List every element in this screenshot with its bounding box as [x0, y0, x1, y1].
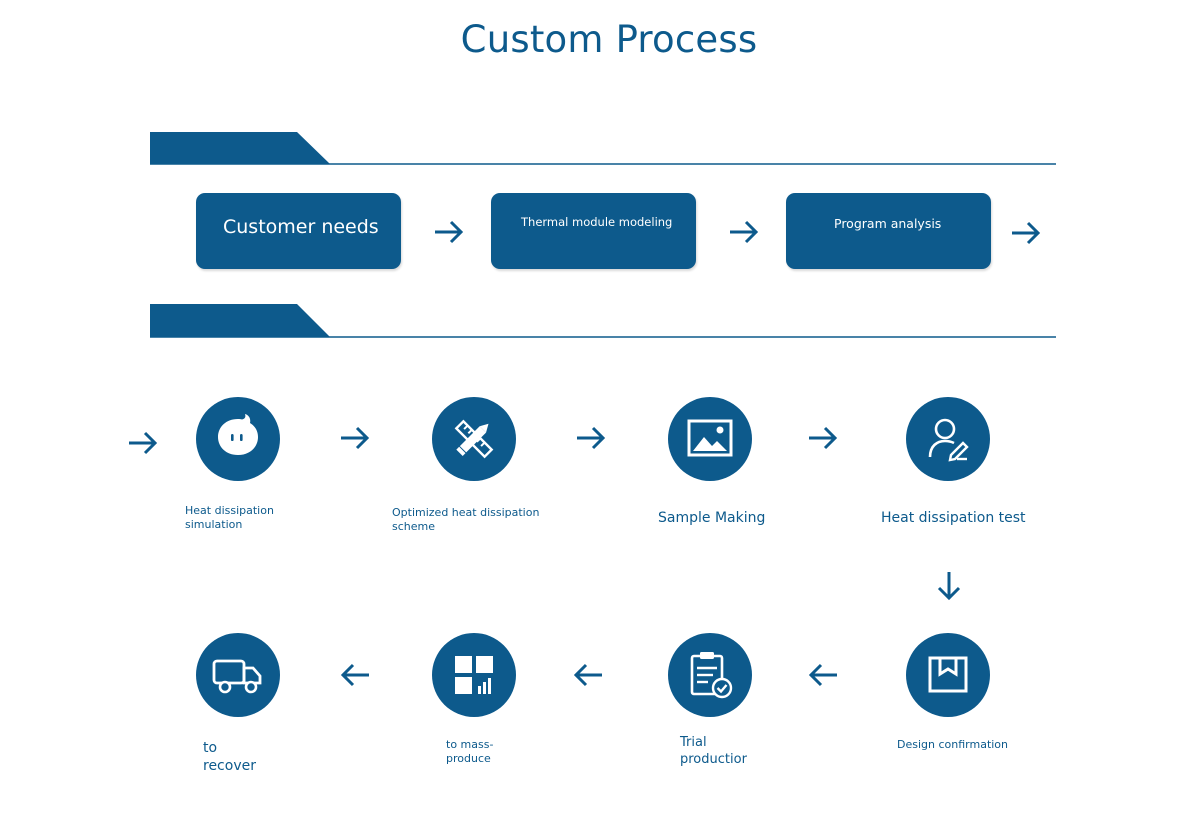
step-circle-sample	[668, 397, 752, 481]
arrow-right-icon	[338, 424, 372, 452]
step-label: Optimized heat dissipation scheme	[392, 506, 540, 534]
step-circle-scheme	[432, 397, 516, 481]
arrow-left-icon	[571, 661, 605, 689]
step-circle-simulation	[196, 397, 280, 481]
arrow-right-icon	[1009, 219, 1043, 247]
step-label: Heat dissipation simulation	[185, 504, 274, 532]
arrow-left-icon	[338, 661, 372, 689]
user-edit-icon	[928, 418, 969, 462]
step-program-analysis: Program analysis	[786, 193, 991, 269]
step-label: Trial productior	[680, 735, 747, 767]
grid-chart-icon	[455, 656, 493, 694]
arrow-right-icon	[126, 429, 160, 457]
section-banner-bottom	[150, 304, 1056, 344]
step-thermal-module-modeling: Thermal module modeling	[491, 193, 696, 269]
step-label: Program analysis	[834, 216, 942, 231]
step-label: Customer needs	[223, 216, 379, 238]
step-label: to recover	[203, 740, 256, 775]
arrow-left-icon	[806, 661, 840, 689]
step-label: to mass-produce	[446, 738, 494, 766]
step-circle-confirmation	[906, 633, 990, 717]
step-label: Sample Making	[658, 510, 766, 526]
arrow-right-icon	[432, 218, 466, 246]
step-circle-test	[906, 397, 990, 481]
step-label: Design confirmation	[897, 738, 1009, 751]
step-customer-needs: Customer needs	[196, 193, 401, 269]
arrow-right-icon	[574, 424, 608, 452]
step-circle-trial	[668, 633, 752, 717]
page-title: Custom Process	[460, 18, 758, 61]
arrow-right-icon	[806, 424, 840, 452]
step-circle-recover	[196, 633, 280, 717]
clipboard-check-icon	[690, 652, 733, 699]
section-banner-top	[150, 131, 1056, 171]
step-label: Heat dissipation test	[881, 510, 1026, 526]
arrow-right-icon	[727, 218, 761, 246]
chat-bubble-icon	[218, 414, 258, 455]
box-icon	[928, 656, 968, 693]
pencil-ruler-icon	[454, 419, 494, 459]
arrow-down-icon	[933, 569, 965, 603]
step-circle-mass-produce	[432, 633, 516, 717]
step-label: Thermal module modeling	[521, 215, 673, 229]
truck-icon	[212, 659, 262, 694]
image-icon	[687, 419, 733, 457]
